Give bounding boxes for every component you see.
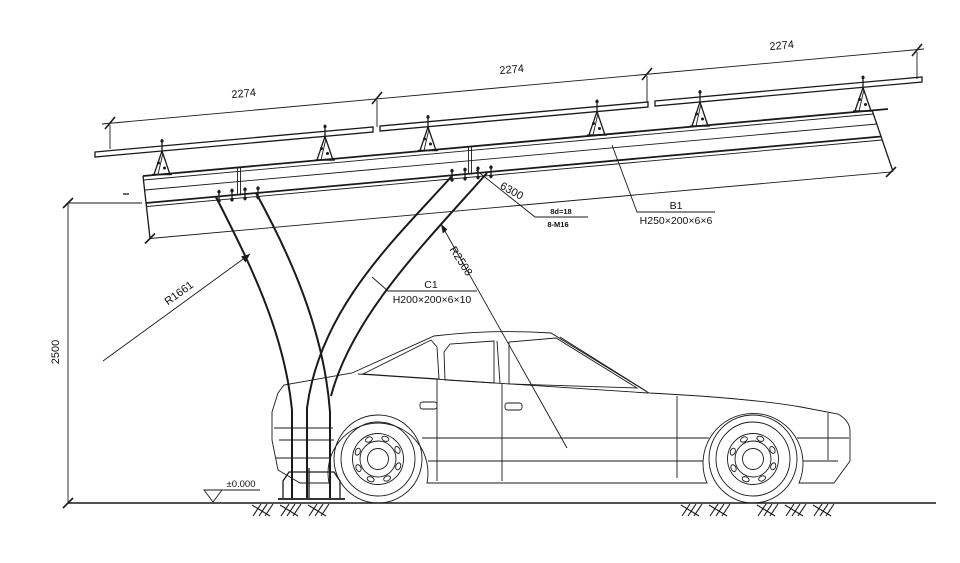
rear-wheel xyxy=(333,414,423,504)
dim-height-text: 2500 xyxy=(50,340,62,364)
pv-panels xyxy=(94,76,923,158)
beam-mark: B1 xyxy=(670,200,683,212)
radius-leader-right: R2508 xyxy=(440,223,568,449)
bolt-size-spec: 8-M16 xyxy=(547,220,568,229)
bolt-hole-spec: 8d=18 xyxy=(550,207,571,216)
panel-clamp xyxy=(690,90,710,127)
beam-label: B1 H250×200×6×6 xyxy=(611,144,715,227)
panel-clamp xyxy=(587,99,607,136)
level-text: ±0.000 xyxy=(227,479,256,490)
front-door-window xyxy=(508,337,639,389)
dim-span-2: 2274 xyxy=(499,63,524,77)
bolt-spec-label: 6300 8d=18 8-M16 xyxy=(475,169,588,229)
panel-clamp xyxy=(315,124,335,161)
height-dimension: 2500 xyxy=(50,197,142,509)
column-base xyxy=(278,468,345,500)
dim-span-1: 2274 xyxy=(231,87,256,101)
panel-clamp xyxy=(853,75,873,112)
panel-clamp xyxy=(418,115,438,152)
panel-clamps xyxy=(152,75,873,176)
radius-right-text: R2508 xyxy=(447,245,475,279)
column-label: C1 H200×200×6×10 xyxy=(371,276,477,306)
splice-bolts-right xyxy=(450,165,493,182)
beam-b1 xyxy=(123,108,894,239)
radius-left-text: R1661 xyxy=(163,279,196,308)
rear-quarter-window xyxy=(361,339,440,380)
radius-leader-left: R1661 xyxy=(102,253,251,362)
beam-section: H250×200×6×6 xyxy=(640,215,713,227)
dim-span-3: 2274 xyxy=(769,39,794,53)
level-marker: ±0.000 xyxy=(203,479,260,503)
dim-6300: 6300 xyxy=(498,180,525,202)
front-wheel xyxy=(708,414,798,504)
door-handle-front xyxy=(504,402,523,411)
rear-door-window xyxy=(443,340,495,384)
column-section: H200×200×6×10 xyxy=(393,294,472,306)
car-silhouette xyxy=(271,331,851,504)
column-c1 xyxy=(215,172,488,498)
door-handle-rear xyxy=(419,401,438,410)
top-dimension-chain: 2274 2274 2274 xyxy=(101,39,925,149)
column-mark: C1 xyxy=(424,279,438,291)
ground-hatching xyxy=(251,503,835,517)
panel-clamp xyxy=(152,139,172,176)
